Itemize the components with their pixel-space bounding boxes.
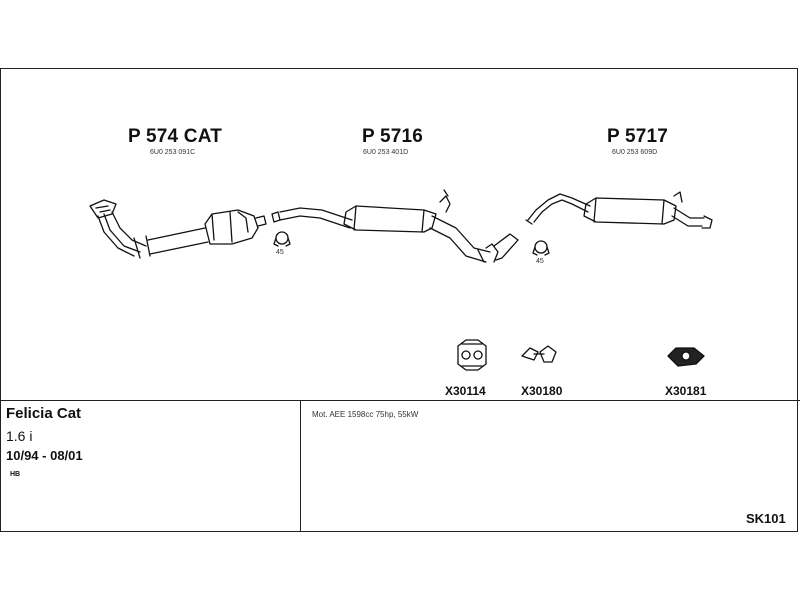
oem-catalytic: 6U0 253 091C bbox=[150, 149, 196, 156]
vehicle-name: Felicia Cat bbox=[6, 405, 82, 422]
catalytic-converter-drawing bbox=[89, 199, 267, 259]
rear-silencer-drawing bbox=[525, 191, 713, 229]
clamp-icon-rear bbox=[532, 240, 550, 256]
hanger-icon-x30180 bbox=[521, 345, 557, 363]
diagram-frame bbox=[0, 68, 798, 532]
angle-label-rear: 45 bbox=[536, 258, 544, 265]
oem-rear: 6U0 253 609D bbox=[612, 149, 658, 156]
accessory-number-x30114: X30114 bbox=[445, 384, 486, 398]
oem-middle: 6U0 253 401D bbox=[363, 149, 409, 156]
ring-icon-x30181 bbox=[667, 347, 705, 367]
part-number-rear: P 5717 bbox=[607, 126, 669, 147]
middle-silencer-drawing bbox=[271, 189, 519, 263]
angle-label-front: 45 bbox=[276, 249, 284, 256]
accessory-number-x30180: X30180 bbox=[521, 384, 563, 398]
accessory-number-x30181: X30181 bbox=[665, 384, 707, 398]
info-divider bbox=[0, 400, 800, 401]
motor-spec: Mot. AEE 1598cc 75hp, 55kW bbox=[312, 410, 419, 419]
system-code: SK101 bbox=[746, 511, 786, 526]
mount-icon-x30114 bbox=[457, 339, 487, 371]
column-divider bbox=[300, 400, 301, 532]
vehicle-body: HB bbox=[10, 471, 21, 478]
clamp-icon-front bbox=[273, 231, 291, 247]
part-number-catalytic: P 574 CAT bbox=[128, 126, 223, 147]
vehicle-years: 10/94 - 08/01 bbox=[6, 448, 83, 463]
part-number-middle: P 5716 bbox=[362, 126, 424, 147]
vehicle-engine: 1.6 i bbox=[6, 428, 33, 444]
